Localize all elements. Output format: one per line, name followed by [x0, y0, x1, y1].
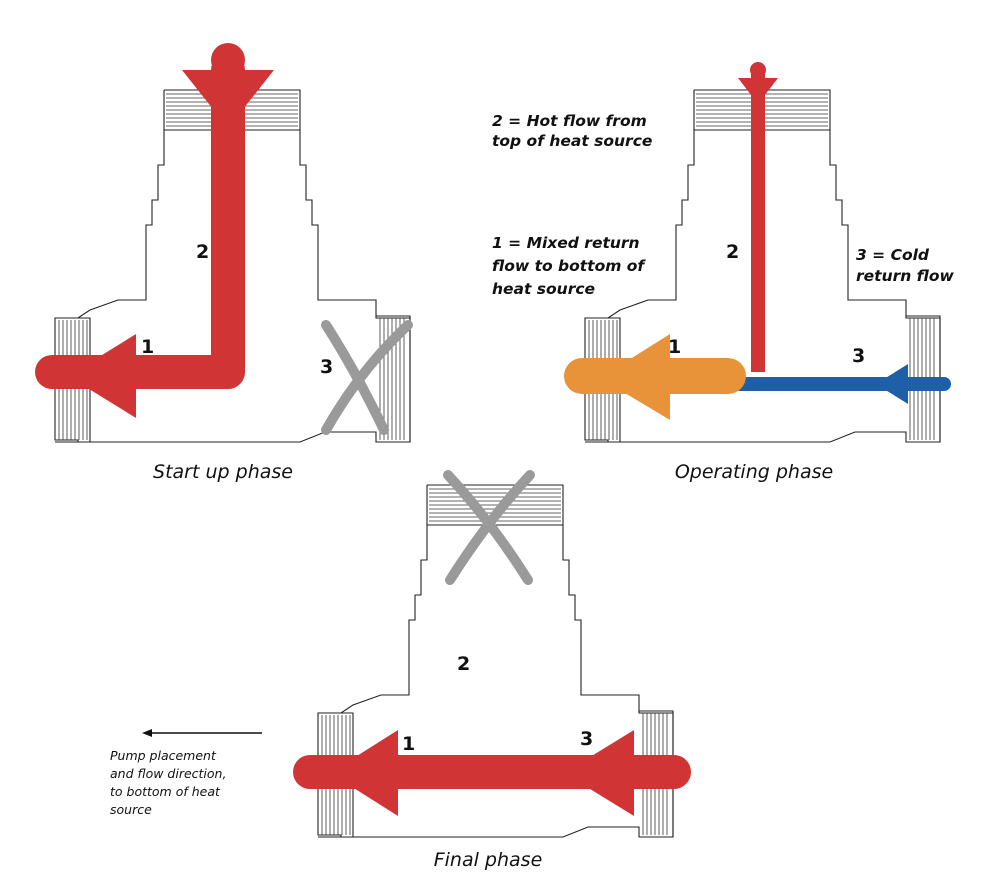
operating-label-1: 1: [668, 336, 681, 358]
final-caption: Final phase: [434, 849, 543, 871]
final-blocked-port-2: [443, 470, 535, 585]
start-up-label-3: 3: [320, 356, 333, 378]
final-label-3: 3: [580, 728, 593, 750]
pump-direction-arrow-icon: [142, 729, 152, 737]
pump-note-line-1: Pump placement: [110, 748, 217, 763]
start-up-label-1: 1: [141, 336, 154, 358]
start-up-caption: Start up phase: [153, 461, 293, 483]
final-flow: [293, 730, 691, 816]
operating-label-2: 2: [726, 241, 739, 263]
operating-cold-flow: [733, 364, 951, 404]
operating-hot-flow: [738, 62, 778, 372]
start-up-blocked-port-3: [321, 320, 413, 435]
legend-hot-flow-line-2: top of heat source: [492, 132, 652, 150]
start-up-hot-flow: [35, 43, 274, 418]
operating-label-3: 3: [852, 345, 865, 367]
legend-hot-flow-line-1: 2 = Hot flow from: [492, 112, 647, 130]
operating-panel: 2 1 3 Operating phase: [564, 62, 951, 483]
final-label-2: 2: [457, 653, 470, 675]
pump-note-line-2: and flow direction,: [110, 766, 226, 781]
legend-cold-return-line-2: return flow: [856, 267, 955, 285]
legend-cold-return-line-1: 3 = Cold: [856, 246, 930, 264]
pump-note-line-4: source: [110, 802, 152, 817]
start-up-panel: 2 1 3 Start up phase: [35, 43, 413, 483]
legend: 2 = Hot flow from top of heat source 1 =…: [492, 112, 955, 298]
pump-note: Pump placement and flow direction, to bo…: [110, 729, 262, 817]
legend-mixed-return-line-2: flow to bottom of: [492, 257, 646, 275]
legend-mixed-return-line-1: 1 = Mixed return: [492, 234, 640, 252]
legend-mixed-return-line-3: heat source: [492, 280, 595, 298]
pump-note-line-3: to bottom of heat: [110, 784, 221, 799]
final-label-1: 1: [402, 733, 415, 755]
final-panel: 2 1 3 Final phase: [293, 470, 691, 871]
operating-mixed-flow: [564, 334, 746, 420]
start-up-label-2: 2: [196, 241, 209, 263]
operating-caption: Operating phase: [675, 461, 833, 483]
